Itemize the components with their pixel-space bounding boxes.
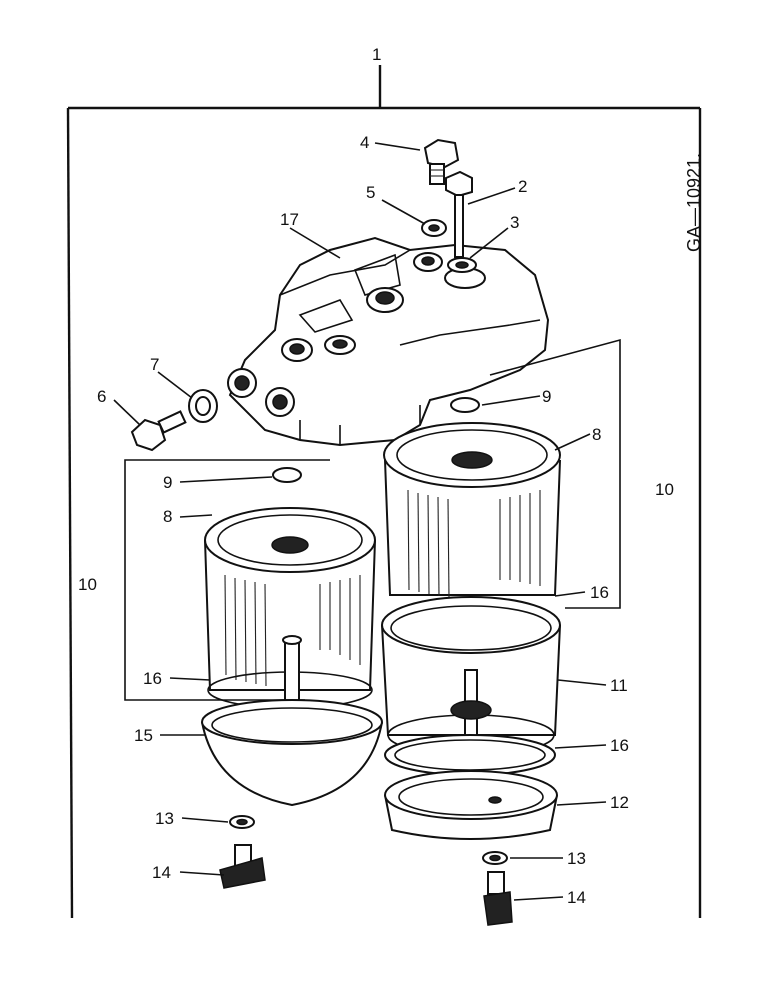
- callout-11: 11: [610, 676, 628, 695]
- callout-16-right-upper: 16: [590, 583, 609, 602]
- callout-2: 2: [518, 177, 527, 196]
- seal-16-right-lower: [384, 734, 556, 776]
- screw-4: [423, 138, 460, 185]
- callout-8-right: 8: [592, 425, 601, 444]
- callout-8-left: 8: [163, 507, 172, 526]
- wing-screw-14-left: [219, 844, 266, 889]
- callout-4: 4: [360, 133, 369, 152]
- callout-16-right-lower: 16: [610, 736, 629, 755]
- washer-3: [447, 257, 477, 273]
- callout-15: 15: [134, 726, 153, 745]
- callout-13-right: 13: [567, 849, 586, 868]
- callout-9-left: 9: [163, 473, 172, 492]
- callout-10-left: 10: [78, 575, 97, 594]
- callout-12: 12: [610, 793, 629, 812]
- bracket-10-right: [489, 338, 621, 609]
- callout-1: 1: [372, 45, 381, 64]
- bottom-cap: [384, 770, 558, 840]
- washer-13-right: [482, 851, 508, 865]
- callouts: 1 2 3 4 5 6 7 8 8 9 9 10 10 11 12 13 13 …: [78, 45, 674, 907]
- bolt-2: [445, 170, 473, 258]
- callout-16-left: 16: [143, 669, 162, 688]
- callout-14-right: 14: [567, 888, 586, 907]
- callout-13-left: 13: [155, 809, 174, 828]
- callout-9-right: 9: [542, 387, 551, 406]
- filter-head: [227, 236, 550, 447]
- washer-5: [421, 219, 447, 237]
- callout-3: 3: [510, 213, 519, 232]
- washer-7: [188, 389, 218, 423]
- assembly-frame: [66, 65, 702, 919]
- callout-7: 7: [150, 355, 159, 374]
- callout-6: 6: [97, 387, 106, 406]
- right-filter-element: [383, 397, 561, 599]
- bracket-10-left: [124, 459, 330, 701]
- washer-13-left: [229, 815, 255, 829]
- left-bowl: [201, 635, 383, 807]
- wing-screw-14-right: [483, 871, 513, 926]
- leader-lines: [113, 142, 607, 901]
- callout-17: 17: [280, 210, 299, 229]
- callout-5: 5: [366, 183, 375, 202]
- callout-14-left: 14: [152, 863, 171, 882]
- bolt-6: [130, 410, 187, 452]
- callout-10-right: 10: [655, 480, 674, 499]
- figure-reference-code: GA—10921.: [684, 153, 704, 252]
